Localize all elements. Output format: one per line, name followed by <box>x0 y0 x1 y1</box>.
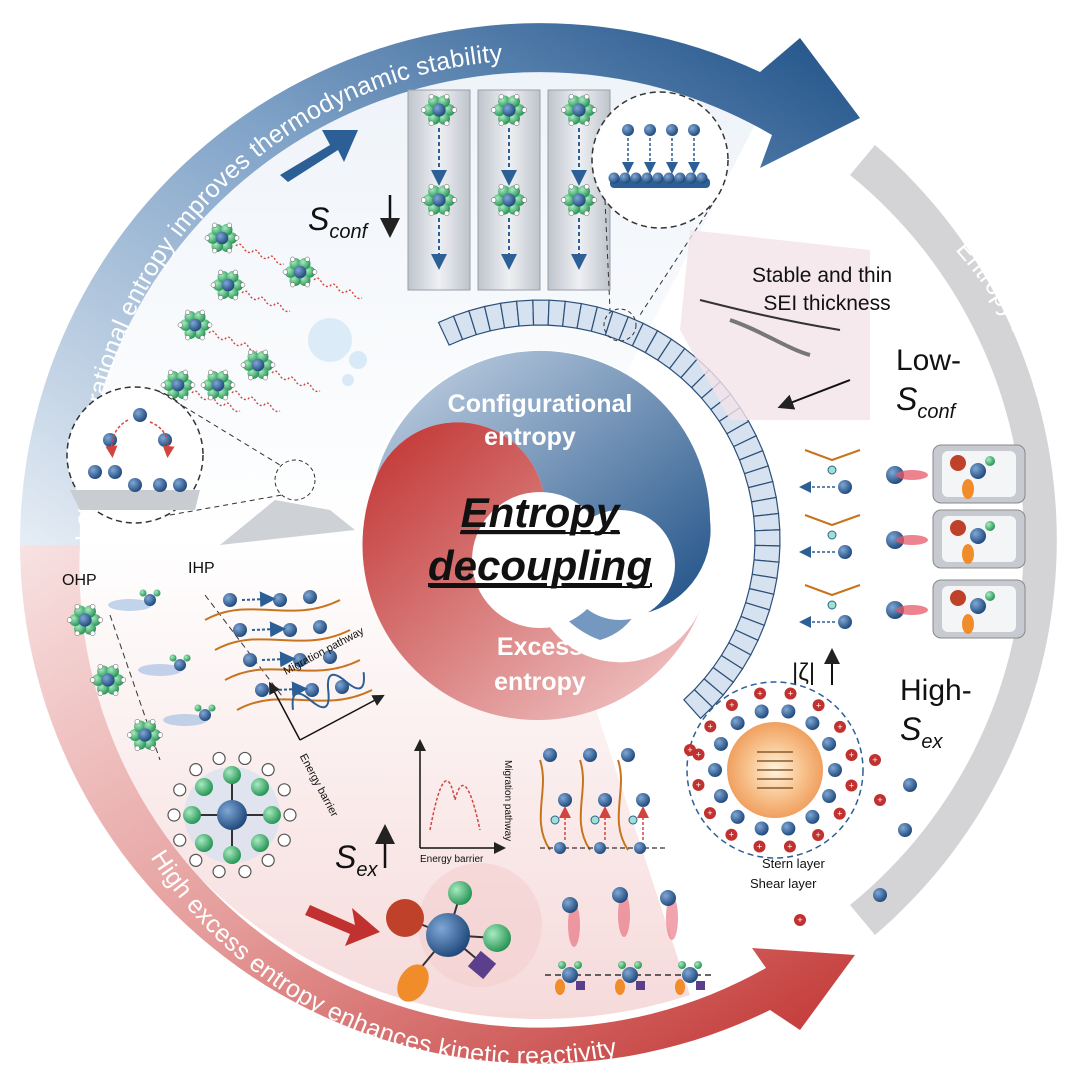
vertical-migration <box>539 748 665 854</box>
svg-text:+: + <box>696 780 701 790</box>
s-ex-label: Sex <box>335 824 395 881</box>
shear-layer-label: Shear layer <box>750 876 817 891</box>
zn-solvation-cluster <box>282 256 318 288</box>
sei-illustration: Stable and thin SEI thickness <box>680 230 892 420</box>
sei-label-line2: SEI thickness <box>763 292 890 315</box>
high-sex-label: High- Sex <box>900 674 972 753</box>
zn-solvation-cluster <box>126 718 164 752</box>
excess-line2: entropy <box>494 668 586 696</box>
config-line2: entropy <box>484 423 576 451</box>
zn-solvation-cluster <box>210 269 246 301</box>
svg-text:+: + <box>788 689 793 699</box>
zn-solvation-cluster <box>490 93 528 127</box>
zn-solvation-cluster <box>89 663 127 697</box>
sei-label-line1: Stable and thin <box>752 264 892 287</box>
electrode-segment <box>515 299 535 327</box>
electrode-segment <box>532 299 550 326</box>
svg-text:+: + <box>708 721 713 731</box>
svg-text:+: + <box>729 700 734 710</box>
svg-text:+: + <box>877 795 882 805</box>
svg-text:Sconf: Sconf <box>308 201 370 243</box>
center-title-line2: decoupling <box>428 542 652 589</box>
energy-barrier-plot-right: Energy barrier Migration pathway <box>414 739 513 865</box>
right-arc-band <box>850 145 1057 935</box>
svg-text:+: + <box>797 915 802 925</box>
zn-solvation-cluster <box>204 222 240 254</box>
svg-text:+: + <box>787 842 792 852</box>
stern-layer-label: Stern layer <box>762 856 826 871</box>
low-sconf-label: Low- Sconf <box>896 344 961 423</box>
electrode-segment <box>753 512 781 532</box>
svg-text:+: + <box>816 700 821 710</box>
zn-solvation-cluster <box>420 183 458 217</box>
svg-text:+: + <box>707 808 712 818</box>
svg-text:+: + <box>837 809 842 819</box>
ohp-ihp-illustration: OHP IHP <box>62 560 373 761</box>
zn-solvation-cluster <box>200 369 236 401</box>
svg-text:|ζ|: |ζ| <box>792 659 815 686</box>
right-solvation-rows <box>799 444 1026 639</box>
top-arc-band <box>19 23 861 545</box>
electric-double-layer: + + + + + + + + + + + + + + + + + + + + Stern layer Shear l… <box>684 681 917 926</box>
svg-text:Sex: Sex <box>900 711 943 753</box>
svg-text:+: + <box>729 830 734 840</box>
ion-streaks-bottom <box>545 887 715 995</box>
svg-text:Sconf: Sconf <box>896 381 958 423</box>
mixed-solvation-complex <box>386 863 542 1002</box>
svg-text:+: + <box>872 755 877 765</box>
zn-solvation-cluster <box>560 183 598 217</box>
zn-solvation-cluster <box>240 349 276 381</box>
zoom-inset-deposition <box>591 91 729 342</box>
nanochannel-illustration <box>407 89 611 291</box>
zn-solvation-cluster <box>420 93 458 127</box>
bubbles <box>308 318 367 386</box>
s-conf-label: Sconf <box>308 195 400 243</box>
zeta-label: |ζ| <box>792 648 840 686</box>
zoom-inset-dendrite <box>66 386 355 545</box>
excess-line1: Excess <box>497 633 583 661</box>
svg-text:+: + <box>696 750 701 760</box>
hydrated-zinc-complex <box>167 751 297 879</box>
svg-text:+: + <box>687 745 692 755</box>
center-title-line1: Entropy <box>461 489 622 536</box>
solvated-clusters <box>160 222 363 413</box>
svg-text:+: + <box>757 688 762 698</box>
electrode-segment <box>754 529 781 547</box>
svg-text:+: + <box>849 750 854 760</box>
svg-text:Energy barrier: Energy barrier <box>420 854 484 865</box>
ihp-label: IHP <box>188 560 215 577</box>
svg-text:+: + <box>815 830 820 840</box>
blue-small-arrow <box>280 130 358 182</box>
center-disc: Configurational entropy Excess entropy E… <box>362 350 715 721</box>
svg-text:Sex: Sex <box>335 839 378 881</box>
svg-text:+: + <box>849 780 854 790</box>
zn-solvation-cluster <box>560 93 598 127</box>
svg-text:+: + <box>757 841 762 851</box>
svg-text:Low-: Low- <box>896 344 961 377</box>
svg-text:Migration pathway: Migration pathway <box>502 760 513 841</box>
ohp-label: OHP <box>62 572 97 589</box>
svg-text:+: + <box>837 722 842 732</box>
svg-text:High-: High- <box>900 674 972 707</box>
config-line1: Configurational <box>448 390 633 418</box>
zn-solvation-cluster <box>66 603 104 637</box>
zn-solvation-cluster <box>160 369 196 401</box>
zn-solvation-cluster <box>177 309 213 341</box>
bottom-arc-band <box>20 545 855 1064</box>
electrode-segment <box>683 688 714 720</box>
red-small-arrow <box>305 905 380 946</box>
